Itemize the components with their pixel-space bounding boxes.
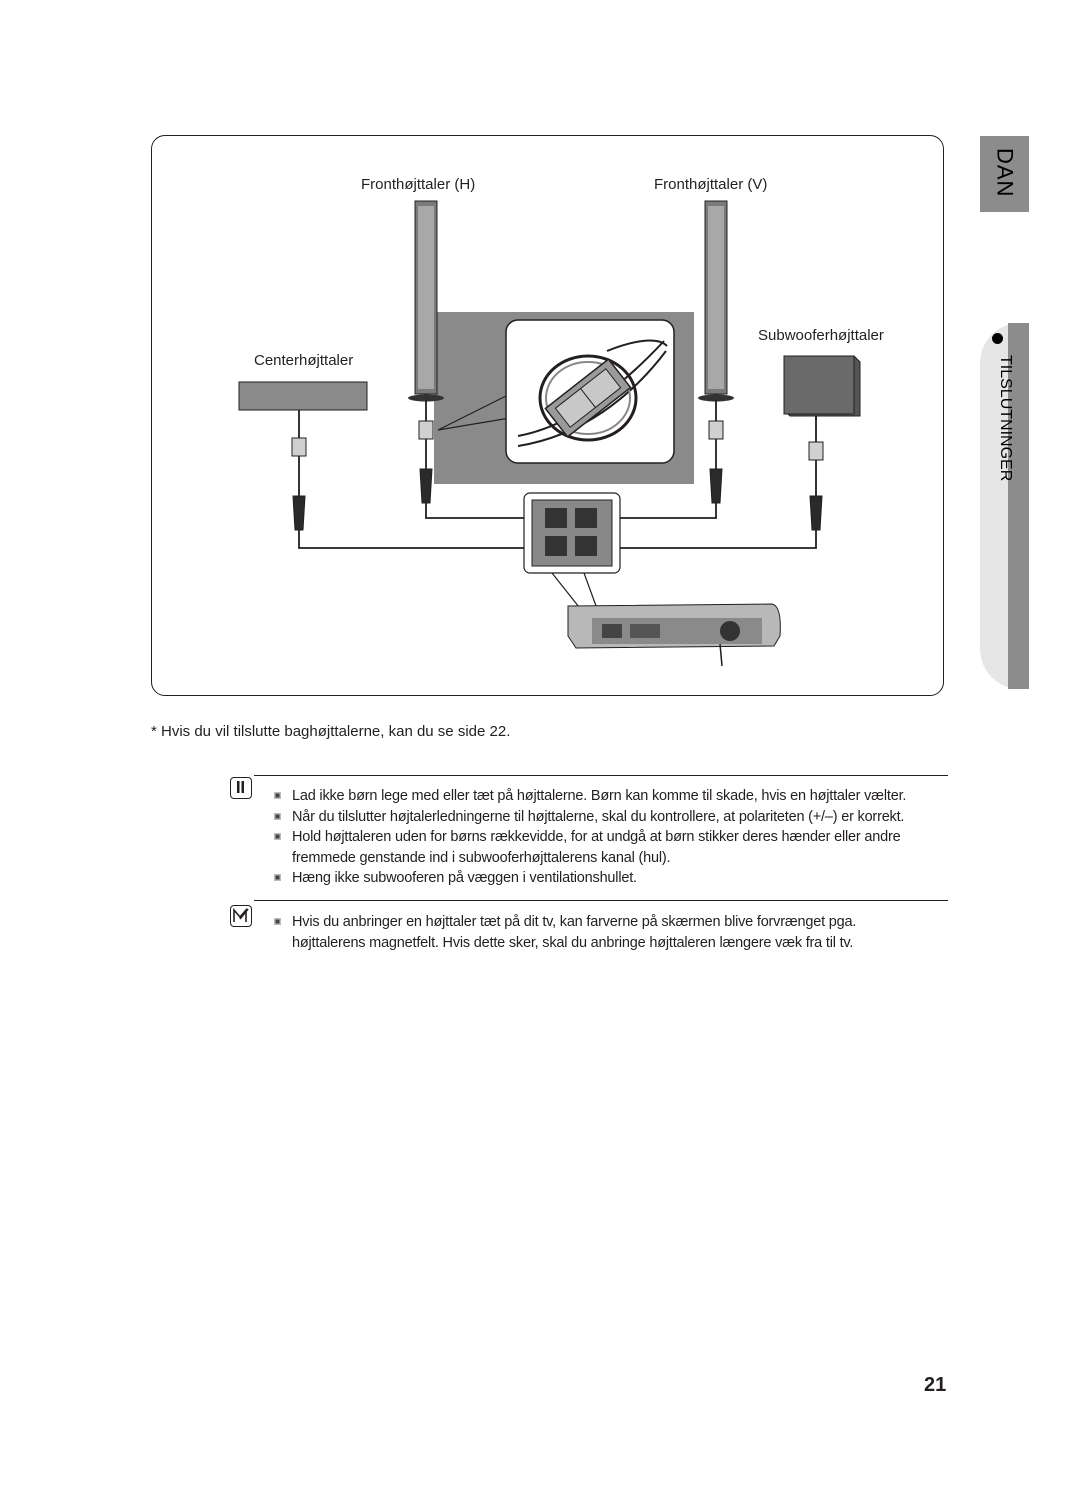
front-speaker-left (698, 200, 734, 402)
speaker-connection-diagram: Fronthøjttaler (H) Fronthøjttaler (V) Ce… (151, 135, 944, 696)
front-speaker-right (408, 200, 444, 402)
note-item: Hvis du anbringer en højttaler tæt på di… (272, 912, 932, 953)
caution-divider (254, 775, 948, 776)
square-bullet-icon (274, 833, 281, 840)
square-bullet-icon (274, 812, 281, 820)
ferrite-core-closeup (505, 319, 675, 464)
caution-item: Hold højttaleren uden for børns rækkevid… (272, 827, 932, 868)
square-bullet-icon (274, 874, 281, 881)
footnote: * Hvis du vil tilslutte baghøjttalerne, … (151, 723, 511, 740)
square-bullet-icon (274, 792, 281, 799)
language-tab-label: DAN (992, 148, 1018, 198)
diagram-illustration (238, 200, 861, 667)
subwoofer-label: Subwooferhøjttaler (758, 327, 884, 344)
note-divider (254, 900, 948, 901)
section-tab-label: TILSLUTNINGER (997, 355, 1014, 482)
caution-item: Når du tilslutter højtalerledningerne ti… (272, 807, 932, 828)
caution-list: Lad ikke børn lege med eller tæt på højt… (272, 786, 932, 889)
section-tab-strip (1008, 323, 1029, 689)
language-tab: DAN (980, 136, 1029, 212)
center-speaker (238, 381, 368, 411)
caution-item: Lad ikke børn lege med eller tæt på højt… (272, 786, 932, 807)
receiver-unit (567, 603, 781, 667)
caution-icon (230, 777, 252, 799)
center-speaker-label: Centerhøjttaler (254, 352, 354, 369)
square-bullet-icon (274, 918, 281, 925)
caution-item: Hæng ikke subwooferen på væggen i ventil… (272, 868, 932, 889)
speaker-terminal-block (523, 492, 621, 574)
section-bullet-icon (992, 333, 1003, 344)
page-number: 21 (924, 1374, 947, 1396)
front-speaker-right-label: Fronthøjttaler (H) (361, 176, 476, 193)
subwoofer (783, 355, 861, 420)
note-list: Hvis du anbringer en højttaler tæt på di… (272, 912, 932, 953)
front-speaker-left-label: Fronthøjttaler (V) (654, 176, 768, 193)
section-tab: TILSLUTNINGER (980, 323, 1029, 689)
note-pencil-icon (230, 905, 252, 927)
